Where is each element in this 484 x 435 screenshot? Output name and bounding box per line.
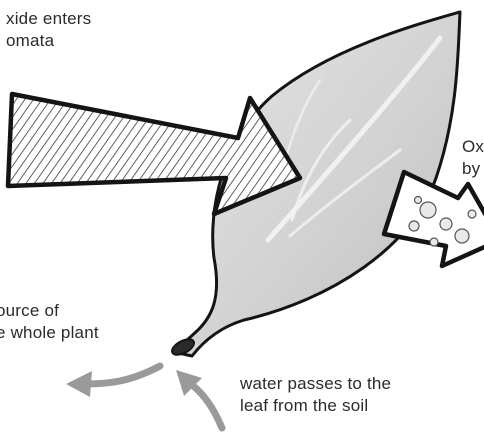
oxygen-label: Ox by — [462, 136, 484, 180]
glucose-label-line1: ource of — [0, 300, 99, 322]
water-label: water passes to the leaf from the soil — [240, 373, 391, 417]
water-label-line1: water passes to the — [240, 373, 391, 395]
co2-label-line1: xide enters — [6, 8, 91, 30]
bubble-arrow-icon — [384, 172, 484, 266]
co2-label-line2: omata — [6, 30, 91, 52]
oxygen-label-line2: by — [462, 158, 484, 180]
glucose-label-line2: e whole plant — [0, 322, 99, 344]
curved-arrow-icon — [66, 366, 160, 397]
curved-arrow-icon — [176, 370, 222, 428]
oxygen-label-line1: Ox — [462, 136, 484, 158]
co2-label: xide enters omata — [6, 8, 91, 52]
hatched-arrow-icon — [8, 94, 300, 214]
glucose-label: ource of e whole plant — [0, 300, 99, 344]
water-label-line2: leaf from the soil — [240, 395, 391, 417]
